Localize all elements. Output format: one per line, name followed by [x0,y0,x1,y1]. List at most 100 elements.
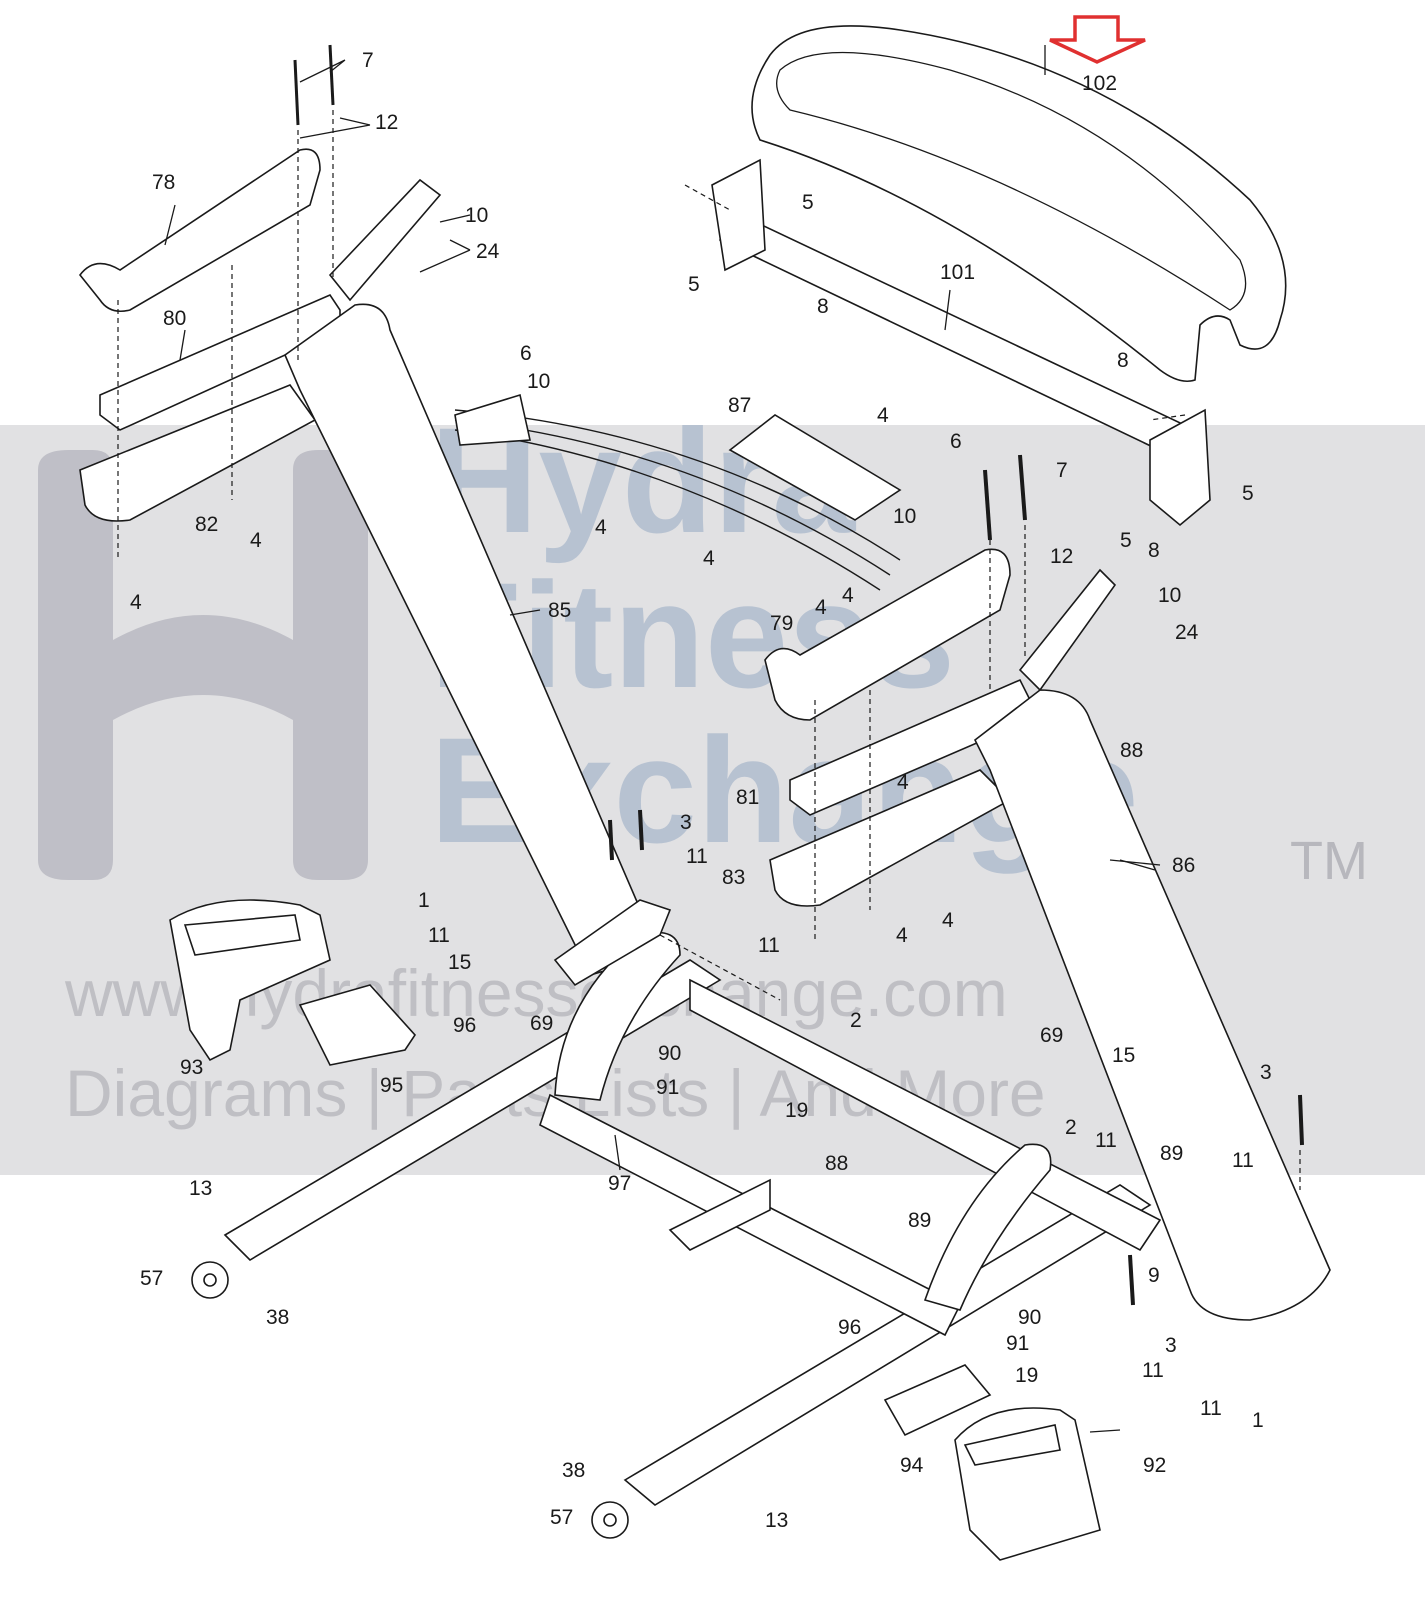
label-part-12: 12 [375,111,399,134]
label-part-11: 11 [1200,1397,1222,1420]
label-part-24: 24 [476,240,500,263]
label-part-83: 83 [722,866,746,889]
label-part-5: 5 [1242,482,1254,505]
label-part-7: 7 [362,49,374,72]
label-part-78: 78 [152,171,176,194]
part-85-shape [284,303,662,976]
label-part-69: 69 [530,1012,554,1035]
label-part-24: 24 [1175,621,1199,644]
label-part-1: 1 [418,889,430,912]
label-part-13: 13 [765,1509,789,1532]
label-part-89: 89 [1160,1142,1184,1165]
label-part-13: 13 [189,1177,213,1200]
label-part-10: 10 [1158,584,1182,607]
label-part-6: 6 [520,342,532,365]
label-part-2: 2 [1065,1116,1077,1139]
label-part-3: 3 [1260,1061,1272,1084]
label-part-15: 15 [1112,1044,1136,1067]
label-part-87: 87 [728,394,752,417]
label-part-80: 80 [163,307,187,330]
label-part-10: 10 [893,505,917,528]
label-part-88: 88 [825,1152,849,1175]
label-part-93: 93 [180,1056,204,1079]
part-86-shape [973,689,1331,1321]
label-part-82: 82 [195,513,219,536]
label-part-95: 95 [380,1074,404,1097]
label-part-5: 5 [688,273,700,296]
label-part-5: 5 [802,191,814,214]
highlight-arrow-icon [1049,15,1146,64]
label-part-57: 57 [550,1506,574,1529]
label-part-4: 4 [877,404,889,427]
label-part-97: 97 [608,1172,632,1195]
part-87-shape [728,414,902,521]
label-part-4: 4 [250,529,262,552]
label-part-1: 1 [1252,1409,1264,1432]
label-part-8: 8 [1148,539,1160,562]
label-part-11: 11 [1142,1359,1164,1382]
wheel-57-right-shape [591,1501,629,1539]
label-part-10: 10 [465,204,489,227]
label-part-7: 7 [1056,459,1068,482]
label-part-11: 11 [758,934,780,957]
part-78-shape [78,148,321,313]
label-part-4: 4 [595,516,607,539]
label-part-11: 11 [428,924,450,947]
label-part-6: 6 [950,430,962,453]
label-part-92: 92 [1143,1454,1167,1477]
part-83-shape [769,769,1012,907]
label-part-4: 4 [815,596,827,619]
label-part-11: 11 [686,845,708,868]
label-part-5: 5 [1120,529,1132,552]
label-part-3: 3 [680,811,692,834]
label-part-89: 89 [908,1209,932,1232]
label-part-88: 88 [1120,739,1144,762]
label-part-81: 81 [736,786,760,809]
label-part-101: 101 [940,261,976,284]
label-part-38: 38 [562,1459,586,1482]
label-part-38: 38 [266,1306,290,1329]
label-part-57: 57 [140,1267,164,1290]
label-part-11: 11 [1232,1149,1254,1172]
label-part-4: 4 [896,924,908,947]
label-part-15: 15 [448,951,472,974]
label-part-19: 19 [785,1099,809,1122]
label-part-10: 10 [527,370,551,393]
label-part-8: 8 [1117,349,1129,372]
label-part-94: 94 [900,1454,924,1477]
label-part-69: 69 [1040,1024,1064,1047]
label-part-91: 91 [1006,1332,1030,1355]
part-82-shape [79,384,317,522]
part-95-shape [298,984,417,1066]
label-part-12: 12 [1050,545,1074,568]
label-part-91: 91 [656,1076,680,1099]
label-part-90: 90 [658,1042,682,1065]
label-part-4: 4 [897,771,909,794]
label-part-85: 85 [548,599,572,622]
part-79-shape [764,548,1011,721]
part-94-shape [883,1364,992,1437]
label-part-19: 19 [1015,1364,1039,1387]
wheel-57-left-shape [191,1261,229,1299]
part-92-shape [954,1407,1101,1561]
label-part-8: 8 [817,295,829,318]
watermark-logo-icon [38,450,368,880]
label-part-96: 96 [453,1014,477,1037]
label-part-4: 4 [703,547,715,570]
label-part-2: 2 [850,1009,862,1032]
label-part-90: 90 [1018,1306,1042,1329]
label-part-9: 9 [1148,1264,1160,1287]
watermark-trademark: TM [1290,831,1368,891]
part-102-shape [751,25,1287,383]
label-part-3: 3 [1165,1334,1177,1357]
label-part-4: 4 [942,909,954,932]
part-93-shape [169,899,331,1062]
label-part-11: 11 [1095,1129,1117,1152]
label-part-102: 102 [1082,72,1118,95]
label-part-4: 4 [842,584,854,607]
label-part-4: 4 [130,591,142,614]
label-part-79: 79 [770,612,794,635]
label-part-86: 86 [1172,854,1196,877]
label-part-96: 96 [838,1316,862,1339]
